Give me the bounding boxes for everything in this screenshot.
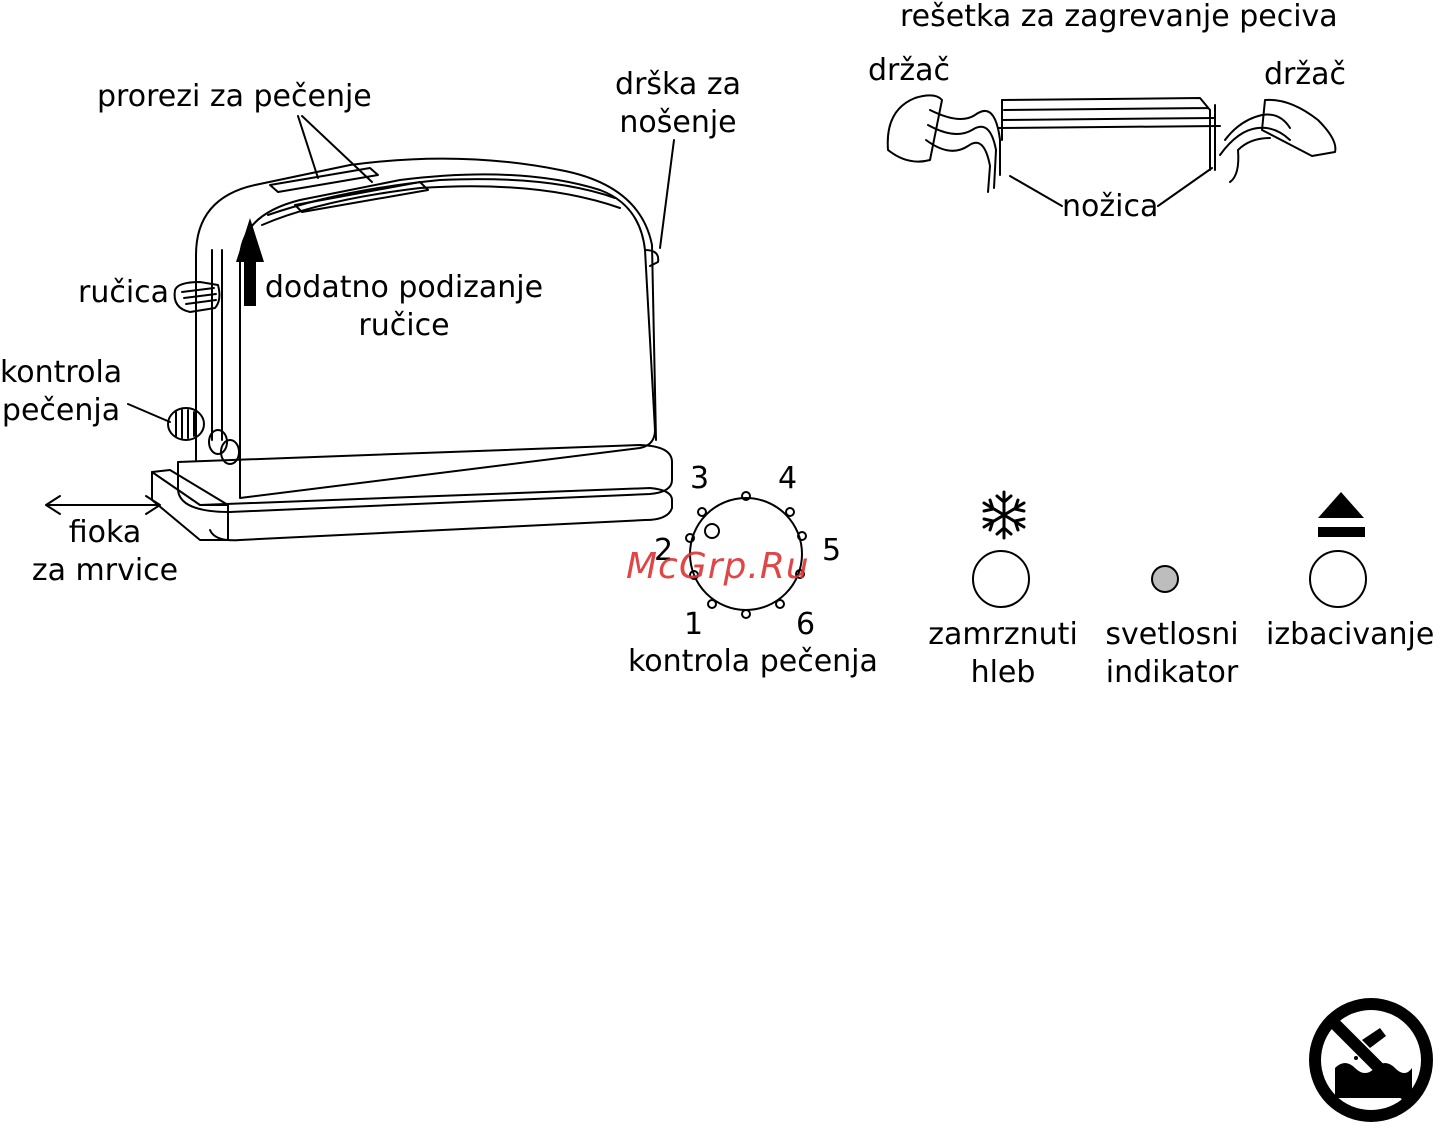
label-extra-lift-line2: ručice bbox=[258, 307, 550, 345]
label-indicator-light-line1: svetlosni bbox=[1096, 616, 1248, 654]
dial-number-1: 1 bbox=[684, 608, 703, 642]
rack-wire-5 bbox=[1220, 128, 1290, 155]
label-frozen-bread-line2: hleb bbox=[924, 654, 1082, 692]
label-holder-left: držač bbox=[868, 52, 950, 90]
label-feet: nožica bbox=[1062, 188, 1158, 226]
dial-pointer bbox=[705, 524, 719, 538]
lever-grip bbox=[182, 288, 216, 304]
label-dial-caption: kontrola pečenja bbox=[628, 643, 878, 681]
label-extra-lift: dodatno podizanje ručice bbox=[258, 269, 550, 345]
leader-handle bbox=[660, 140, 674, 248]
label-warming-rack: rešetka za zagrevanje peciva bbox=[900, 0, 1338, 36]
label-carry-handle: drška za nošenje bbox=[610, 66, 746, 142]
leader-slots bbox=[298, 116, 372, 182]
crumb-tray-edge bbox=[152, 472, 228, 505]
lever-slot bbox=[212, 250, 222, 440]
indicator-light-icon bbox=[1152, 566, 1178, 592]
toaster-base bbox=[178, 445, 672, 512]
label-crumb-tray-line2: za mrvice bbox=[30, 552, 180, 590]
frozen-button[interactable] bbox=[973, 551, 1029, 607]
watermark: McGrp.Ru bbox=[626, 546, 810, 587]
label-browning-control-line1: kontrola bbox=[0, 354, 122, 392]
dial-number-3: 3 bbox=[690, 462, 709, 496]
label-extra-lift-line1: dodatno podizanje bbox=[258, 269, 550, 307]
label-indicator-light: svetlosni indikator bbox=[1096, 616, 1248, 692]
rack-wire-2 bbox=[928, 125, 996, 188]
label-frozen-bread: zamrznuti hleb bbox=[924, 616, 1082, 692]
label-indicator-light-line2: indikator bbox=[1096, 654, 1248, 692]
toaster-top-rim bbox=[262, 186, 620, 225]
eject-icon bbox=[1318, 492, 1365, 537]
label-holder-right: držač bbox=[1264, 56, 1346, 94]
dial-number-5: 5 bbox=[822, 534, 841, 568]
label-crumb-tray: fioka za mrvice bbox=[30, 514, 180, 590]
rack-wire-3 bbox=[926, 140, 990, 192]
leader-knob bbox=[128, 404, 170, 422]
double-arrow-icon bbox=[46, 496, 160, 514]
rack-wire-6 bbox=[1230, 138, 1270, 182]
dial-number-4: 4 bbox=[778, 462, 797, 496]
no-water-immersion-icon bbox=[1309, 998, 1433, 1122]
label-carry-handle-line1: drška za bbox=[610, 66, 746, 104]
label-carry-handle-line2: nošenje bbox=[610, 104, 746, 142]
eject-button[interactable] bbox=[1310, 551, 1366, 607]
label-eject: izbacivanje bbox=[1266, 616, 1434, 654]
browning-knob bbox=[168, 408, 204, 440]
rack-holder-right bbox=[1262, 100, 1335, 156]
label-browning-control-line2: pečenja bbox=[0, 392, 122, 430]
label-browning-control: kontrola pečenja bbox=[0, 354, 122, 430]
rack-bars bbox=[998, 98, 1220, 170]
snowflake-icon bbox=[984, 492, 1024, 538]
browning-knob-ridges bbox=[176, 410, 194, 438]
label-lever: ručica bbox=[78, 274, 169, 312]
label-crumb-tray-line1: fioka bbox=[30, 514, 180, 552]
label-bread-slots: prorezi za pečenje bbox=[97, 78, 372, 116]
label-frozen-bread-line1: zamrznuti bbox=[924, 616, 1082, 654]
dial-number-6: 6 bbox=[796, 608, 815, 642]
